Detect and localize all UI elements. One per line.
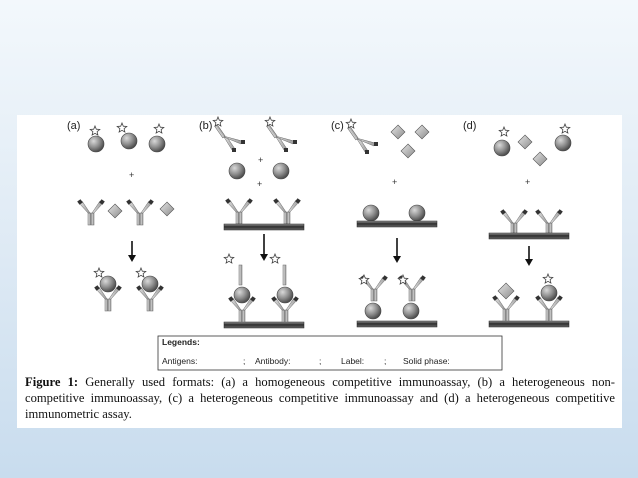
legend-box: Legends: Antigens: ; Antibody: ; Label: … [157,335,503,371]
label-star [269,252,281,264]
label-star [264,115,276,127]
antibody [228,296,256,323]
antigen-sphere [148,135,166,153]
antigen-sphere [402,302,420,320]
antigen-sphere [540,284,558,302]
label-star [345,117,357,129]
antigen-sphere [362,204,380,222]
bound-antigen [99,275,117,293]
legend-title: Legends: [162,337,200,347]
antigen-sphere [276,286,294,304]
label-star [212,115,224,127]
antigen-sphere [228,162,246,180]
antigen-sphere [272,162,290,180]
caption-lead: Figure 1: [25,375,79,389]
solid-phase-d1 [488,232,570,240]
label-star [223,252,235,264]
bound-antigen [141,275,159,293]
legend-separator-1: ; [243,356,245,366]
plus-sign-b2: + [257,179,262,189]
antibody [126,199,154,226]
antigen-diamond [159,201,175,217]
antigen-diamond [107,203,123,219]
solid-phase-b2 [223,321,305,329]
legend-separator-2: ; [319,356,321,366]
label-star [542,272,554,284]
antigen-sphere [120,132,138,150]
panel-label-b: (b) [199,120,212,132]
antibody [500,209,528,236]
solid-phase-c1 [356,220,438,228]
antigen-diamond [532,151,548,167]
figure-caption: Figure 1: Generally used formats: (a) a … [25,374,615,422]
antibody [271,296,299,323]
solid-phase-b1 [223,223,305,231]
caption-text: Generally used formats: (a) a homogeneou… [25,375,616,421]
legend-antigens-label: Antigens: [162,356,197,366]
label-star [116,121,128,133]
antigen-sphere [408,204,426,222]
label-star [498,125,510,137]
plus-sign-a: + [129,170,134,180]
legend-separator-3: ; [384,356,386,366]
antigen-diamond [414,124,430,140]
antigen-sphere [87,135,105,153]
antigen-diamond [497,282,515,300]
panel-label-c: (c) [331,120,344,132]
antigen-diamond [390,124,406,140]
plus-sign-b1: + [258,155,263,165]
label-star [135,266,147,278]
legend-solid-phase-label: Solid phase: [403,356,450,366]
free-labelled-antibody-b2 [266,124,297,152]
antibody [77,199,105,226]
down-arrow [128,241,136,262]
label-star [93,266,105,278]
complex-a2-antibody [136,285,164,312]
label-star [89,124,101,136]
immunoassay-diagram: (a) (b) (c) (d) + + + + + Legends: Antig… [67,115,572,371]
label-star [559,122,571,134]
plus-sign-d: + [525,177,530,187]
legend-antibody-label: Antibody: [255,356,290,366]
antigen-sphere [554,134,572,152]
complex-a1-antibody [94,285,122,312]
antigen-sphere [364,302,382,320]
plus-sign-c: + [392,177,397,187]
antibody [225,198,253,225]
down-arrow [260,234,268,261]
panel-label-d: (d) [463,120,476,132]
diagram-shapes [77,115,572,369]
antibody [492,295,520,322]
label-star [397,273,409,285]
legend-label-label: Label: [341,356,364,366]
down-arrow [393,238,401,263]
antigen-sphere [233,286,251,304]
antigen-sphere [493,139,511,157]
antibody [273,198,301,225]
solid-phase-d2 [488,320,570,328]
free-labelled-antibody-c [347,126,378,154]
down-arrow [525,246,533,266]
figure-card: (a) (b) (c) (d) + + + + + Legends: Antig… [17,115,622,428]
panel-label-a: (a) [67,120,80,132]
antigen-diamond [400,143,416,159]
antigen-diamond [517,134,533,150]
label-star [358,273,370,285]
solid-phase-c2 [356,320,438,328]
antibody [535,295,563,322]
free-labelled-antibody-b1 [214,124,245,152]
antibody [535,209,563,236]
label-star [153,122,165,134]
